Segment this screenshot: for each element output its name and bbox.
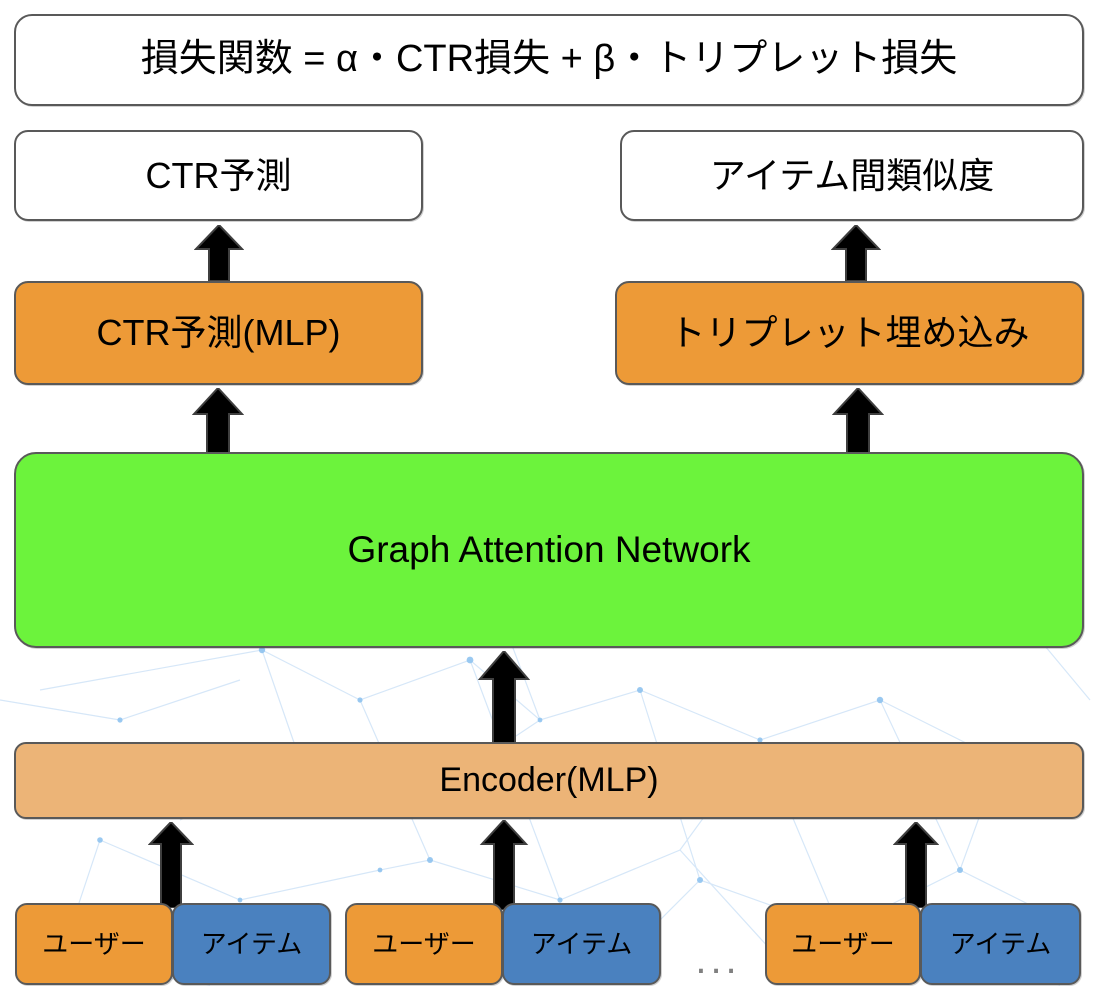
loss-function-box: 損失関数 = α・CTR損失 + β・トリプレット損失 [14,14,1084,106]
ellipsis-indicator: ... [695,938,741,982]
arrow-pair2-to-encoder [479,820,529,910]
output-box-item-similarity: アイテム間類似度 [620,130,1084,221]
input-box-item-2: アイテム [502,903,661,985]
arrow-triplet-embedding-to-item-similarity [831,225,881,281]
input-box-user-3: ユーザー [765,903,921,985]
input-label-user-2: ユーザー [372,928,476,959]
arrow-encoder-to-gat [478,651,530,743]
output-box-ctr-prediction: CTR予測 [14,130,423,221]
head-box-triplet-embedding: トリプレット埋め込み [615,281,1084,385]
arrow-pair1-to-encoder [148,822,194,908]
arrow-pair3-to-encoder [893,822,939,908]
arrow-gat-to-ctr-mlp [192,388,244,454]
input-label-item-2: アイテム [530,928,633,959]
input-box-user-2: ユーザー [345,903,503,985]
head-label-triplet-embedding: トリプレット埋め込み [669,312,1030,354]
backbone-label: Graph Attention Network [347,528,751,570]
input-label-item-1: アイテム [200,928,303,959]
arrow-gat-to-triplet-embedding [832,388,884,454]
head-label-ctr-mlp: CTR予測(MLP) [96,312,341,354]
encoder-label: Encoder(MLP) [439,760,659,799]
input-label-user-3: ユーザー [791,928,895,959]
input-label-user-1: ユーザー [42,928,146,959]
head-box-ctr-mlp: CTR予測(MLP) [14,281,423,385]
input-box-user-1: ユーザー [15,903,173,985]
output-label-item-similarity: アイテム間類似度 [709,154,995,196]
encoder-box-mlp: Encoder(MLP) [14,742,1084,819]
input-label-item-3: アイテム [949,928,1052,959]
backbone-box-graph-attention-network: Graph Attention Network [14,452,1084,648]
output-label-ctr-prediction: CTR予測 [145,154,292,196]
input-box-item-3: アイテム [920,903,1081,985]
arrow-ctr-mlp-to-ctr-prediction [194,225,244,281]
loss-function-label: 損失関数 = α・CTR損失 + β・トリプレット損失 [140,38,958,81]
input-box-item-1: アイテム [172,903,331,985]
